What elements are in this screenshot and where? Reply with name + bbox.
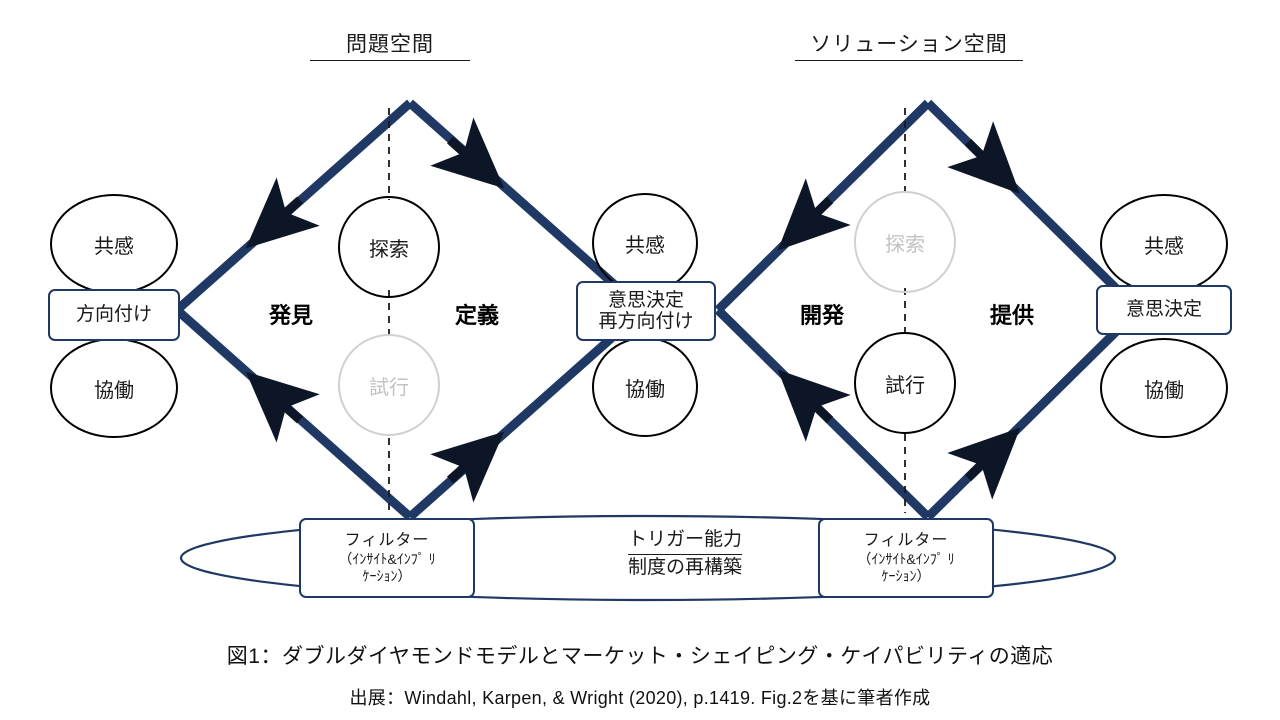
- filter-right-line3: ｹｰｼｮﾝ）: [881, 568, 931, 584]
- filter-box-right[interactable]: フィルター （ｲﾝｻｲﾄ&ｲﾝﾌﾟ ﾘ ｹｰｼｮﾝ）: [818, 518, 994, 598]
- diamond-one-trial-circle: 試行: [338, 334, 440, 436]
- trigger-ellipse: [179, 514, 1117, 602]
- right-empathy-circle: 共感: [1100, 194, 1228, 294]
- figure-source: 出展：Windahl, Karpen, & Wright (2020), p.1…: [349, 688, 931, 708]
- diamond-two-explore-circle: 探索: [854, 191, 956, 293]
- phase-label-deliver: 提供: [989, 303, 1034, 328]
- figure-caption: 図1：ダブルダイヤモンドモデルとマーケット・シェイピング・ケイパビリティの適応: [226, 645, 1054, 668]
- middle-empathy-circle: 共感: [592, 193, 698, 293]
- left-collaboration-circle: 協働: [50, 338, 178, 438]
- phase-label-develop: 開発: [799, 303, 844, 328]
- filter-left-line2: （ｲﾝｻｲﾄ&ｲﾝﾌﾟ ﾘ: [338, 550, 436, 567]
- dashed-center-lines: [388, 108, 906, 515]
- trigger-capability-text: トリガー能力 制度の再構築: [560, 527, 810, 580]
- right-collaboration-circle: 協働: [1100, 338, 1228, 438]
- filter-right-line1: フィルター: [863, 531, 949, 549]
- filter-box-left[interactable]: フィルター （ｲﾝｻｲﾄ&ｲﾝﾌﾟ ﾘ ｹｰｼｮﾝ）: [299, 518, 475, 598]
- filter-left-line3: ｹｰｼｮﾝ）: [362, 568, 412, 584]
- diamond-one-arrowheads: [245, 117, 505, 503]
- diamond-two-trial-circle: 試行: [854, 332, 956, 434]
- diamond-two-edges: [714, 99, 1142, 521]
- decision-box[interactable]: 意思決定: [1096, 285, 1232, 335]
- middle-collaboration-circle: 協働: [592, 337, 698, 437]
- trigger-line2: 制度の再構築: [627, 556, 742, 578]
- filter-right-line2: （ｲﾝｻｲﾄ&ｲﾝﾌﾟ ﾘ: [857, 550, 955, 567]
- diamond-two-arrowheads: [777, 121, 1021, 500]
- left-empathy-circle: 共感: [50, 194, 178, 294]
- decision-reorientation-box[interactable]: 意思決定 再方向付け: [576, 281, 716, 341]
- decision-reorientation-line1: 意思決定: [607, 289, 684, 311]
- problem-space-title: 問題空間: [310, 28, 470, 61]
- phase-label-discover: 発見: [268, 303, 313, 328]
- phase-label-define: 定義: [454, 303, 499, 328]
- trigger-line1: トリガー能力: [627, 527, 742, 555]
- filter-left-line1: フィルター: [344, 531, 430, 549]
- solution-space-title: ソリューション空間: [795, 28, 1023, 61]
- orientation-box[interactable]: 方向付け: [48, 289, 180, 341]
- decision-reorientation-line2: 再方向付け: [598, 311, 694, 332]
- diamond-one-edges: [174, 99, 646, 521]
- diamond-one-explore-circle: 探索: [338, 196, 440, 298]
